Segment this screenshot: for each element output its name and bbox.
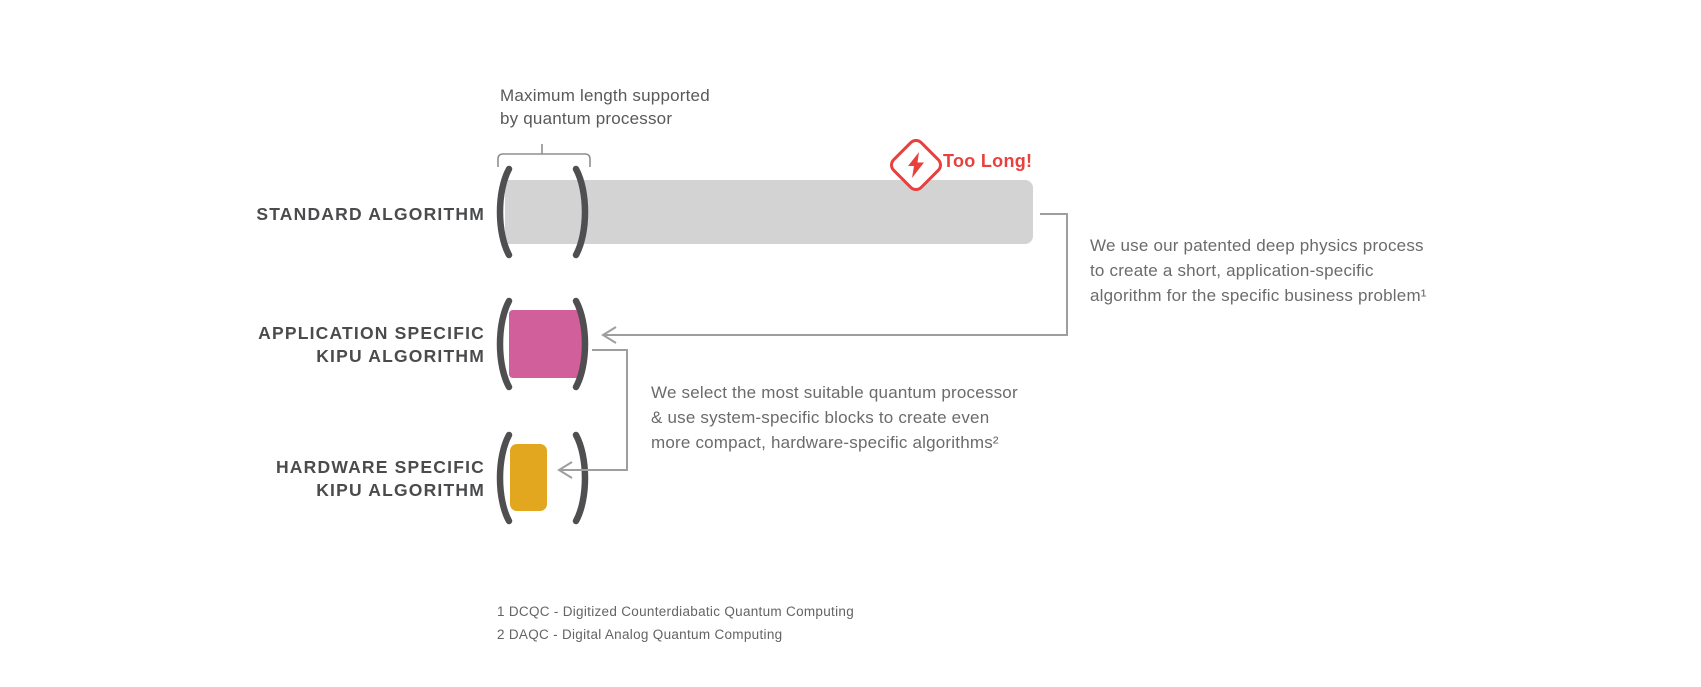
deep-physics-note: We use our patented deep physics process… [1090,233,1427,308]
hardware-specific-label-line2: KIPU ALGORITHM [316,480,485,500]
processor-selection-note-line2: & use system-specific blocks to create e… [651,408,990,427]
open-paren-icon-hardware [496,431,513,525]
processor-selection-note-line1: We select the most suitable quantum proc… [651,383,1018,402]
standard-algorithm-label-text: STANDARD ALGORITHM [256,204,485,224]
lightning-bolt-glyph [908,152,924,178]
application-specific-label: APPLICATION SPECIFIC KIPU ALGORITHM [180,322,485,368]
processor-selection-note: We select the most suitable quantum proc… [651,380,1018,455]
processor-selection-note-line3: more compact, hardware-specific algorith… [651,433,999,452]
application-specific-label-line1: APPLICATION SPECIFIC [258,323,485,343]
lightning-bolt-diamond-icon [886,135,946,195]
hardware-kipu-bar [510,444,547,511]
footnotes: 1 DCQC - Digitized Counterdiabatic Quant… [497,600,854,646]
open-paren-icon-standard [496,165,513,259]
open-paren-icon-application [496,297,513,391]
close-paren-icon-hardware [572,431,589,525]
deep-physics-note-line2: to create a short, application-specific [1090,261,1374,280]
footnote-dcqc: 1 DCQC - Digitized Counterdiabatic Quant… [497,604,855,619]
standard-algorithm-label: STANDARD ALGORITHM [180,203,485,226]
max-length-annotation-line1: Maximum length supported [500,86,710,105]
measure-bracket-icon [497,144,591,167]
max-length-annotation-line2: by quantum processor [500,109,673,128]
max-length-annotation: Maximum length supported by quantum proc… [500,84,710,130]
close-paren-icon-application [572,297,589,391]
hardware-specific-label: HARDWARE SPECIFIC KIPU ALGORITHM [180,456,485,502]
footnote-daqc: 2 DAQC - Digital Analog Quantum Computin… [497,627,783,642]
too-long-label: Too Long! [943,151,1033,171]
application-specific-label-line2: KIPU ALGORITHM [316,346,485,366]
hardware-specific-label-line1: HARDWARE SPECIFIC [275,457,485,477]
deep-physics-note-line1: We use our patented deep physics process [1090,236,1424,255]
close-paren-icon-standard [572,165,589,259]
deep-physics-note-line3: algorithm for the specific business prob… [1090,286,1427,305]
